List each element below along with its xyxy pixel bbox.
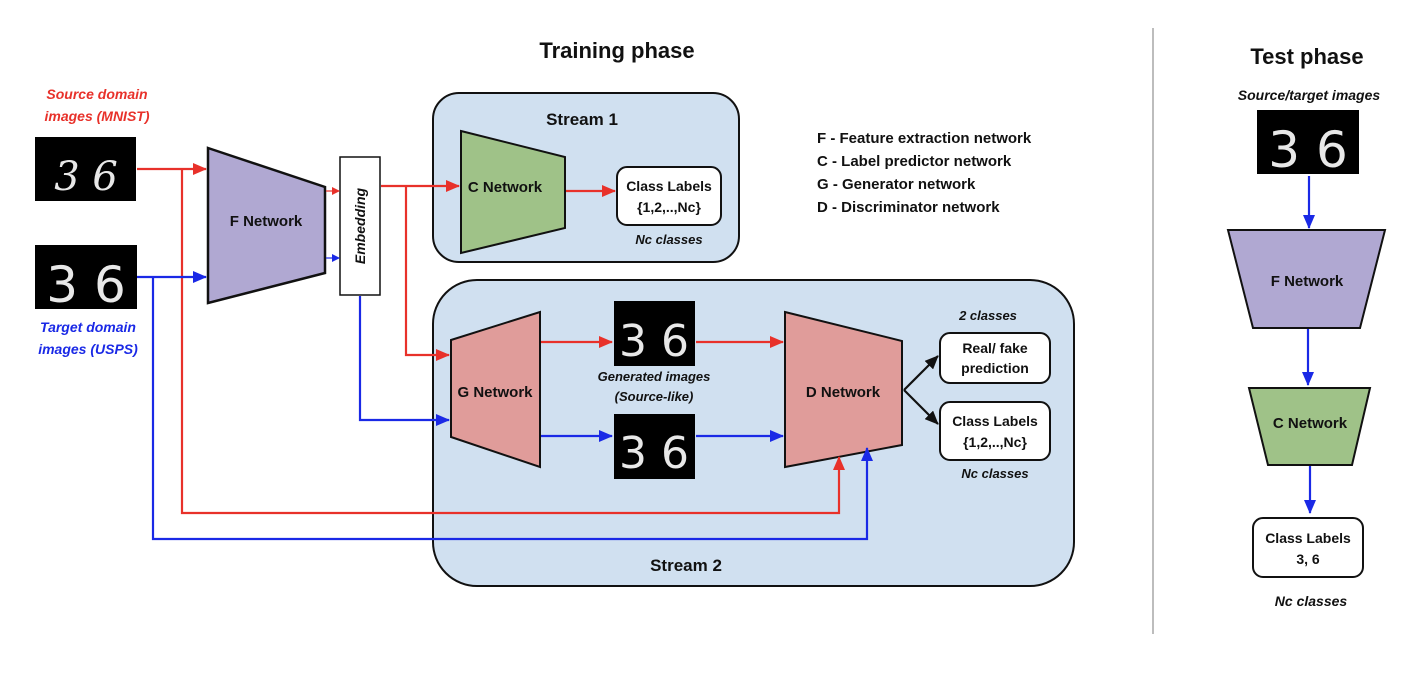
stream1-class-labels-line2: {1,2,..,Nc} — [637, 199, 701, 215]
stream-2-box — [432, 279, 1075, 587]
g-network-label: G Network — [457, 384, 533, 401]
g-network-block — [450, 310, 541, 469]
real-fake-box — [939, 332, 1051, 384]
svg-text:3 6: 3 6 — [1268, 121, 1348, 179]
svg-text:3 6: 3 6 — [619, 428, 689, 479]
legend-item-c: C - Label predictor network — [817, 153, 1012, 170]
test-f-network-block — [1226, 229, 1387, 329]
real-fake-line1: Real/ fake — [962, 340, 1028, 356]
source-label-line2: images (MNIST) — [44, 108, 149, 124]
embedding-block — [339, 156, 381, 296]
target-flow-arrows — [137, 254, 873, 541]
stream2-class-labels-line1: Class Labels — [952, 413, 1038, 429]
target-digit-image: 3 6 — [35, 245, 137, 314]
stream2-class-labels-line2: {1,2,..,Nc} — [963, 434, 1027, 450]
generated-caption-line1: Generated images — [598, 369, 711, 384]
generated-digit-image-top: 3 6 — [614, 301, 695, 367]
test-f-network-label: F Network — [1271, 273, 1344, 290]
stream1-class-labels-box — [616, 166, 722, 226]
source-digit-image: 3 6 — [35, 137, 136, 201]
svg-text:3 6: 3 6 — [619, 316, 689, 367]
test-digit-image: 3 6 — [1257, 110, 1359, 179]
test-class-labels-line1: Class Labels — [1265, 530, 1351, 546]
d-output-arrows — [903, 355, 939, 425]
stream1-nc-classes: Nc classes — [635, 232, 702, 247]
test-c-network-label: C Network — [1273, 415, 1348, 432]
svg-text:3 6: 3 6 — [54, 154, 118, 200]
d-network-block — [784, 310, 903, 469]
legend-item-d: D - Discriminator network — [817, 199, 1000, 216]
stream1-class-labels-line1: Class Labels — [626, 178, 712, 194]
c-network-block — [460, 129, 566, 255]
target-label-line1: Target domain — [40, 319, 136, 335]
embedding-label: Embedding — [352, 187, 368, 264]
test-class-labels-box — [1252, 517, 1364, 578]
test-nc-classes: Nc classes — [1275, 593, 1348, 609]
legend-item-g: G - Generator network — [817, 176, 976, 193]
network-legend: F - Feature extraction network C - Label… — [817, 130, 1032, 216]
stream-1-title: Stream 1 — [546, 110, 618, 129]
two-classes-label: 2 classes — [958, 308, 1017, 323]
svg-text:3 6: 3 6 — [46, 256, 126, 314]
source-flow-arrows — [137, 163, 845, 515]
test-phase-title: Test phase — [1250, 44, 1363, 69]
test-class-labels-line2: 3, 6 — [1296, 551, 1320, 567]
generated-caption-line2: (Source-like) — [615, 389, 694, 404]
real-fake-line2: prediction — [961, 360, 1029, 376]
test-c-network-block — [1247, 387, 1372, 466]
target-label-line2: images (USPS) — [38, 341, 138, 357]
d-network-label: D Network — [806, 384, 881, 401]
c-network-label: C Network — [468, 179, 543, 196]
generated-digit-image-bottom: 3 6 — [614, 414, 695, 479]
stream-2-title: Stream 2 — [650, 556, 722, 575]
stream2-nc-classes: Nc classes — [961, 466, 1028, 481]
test-images-label: Source/target images — [1238, 87, 1381, 103]
f-network-block — [206, 146, 327, 305]
f-network-label: F Network — [230, 213, 303, 230]
source-label-line1: Source domain — [46, 86, 147, 102]
stream2-class-labels-box — [939, 401, 1051, 461]
legend-item-f: F - Feature extraction network — [817, 130, 1032, 147]
training-phase-title: Training phase — [539, 38, 694, 63]
